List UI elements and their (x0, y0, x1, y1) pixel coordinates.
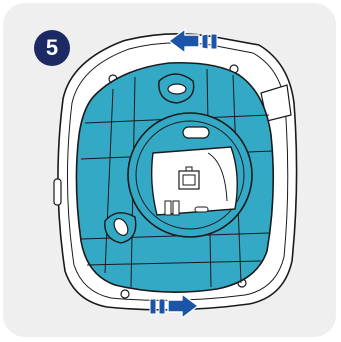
instruction-panel: 5 (3, 3, 336, 337)
step-number: 5 (46, 35, 58, 61)
top-slot (168, 84, 186, 94)
step-number-badge: 5 (34, 30, 70, 66)
housing-side-tab (54, 179, 61, 205)
connector-port (179, 171, 199, 189)
ring-top-slot (183, 127, 209, 138)
bottom-slot (195, 207, 208, 212)
